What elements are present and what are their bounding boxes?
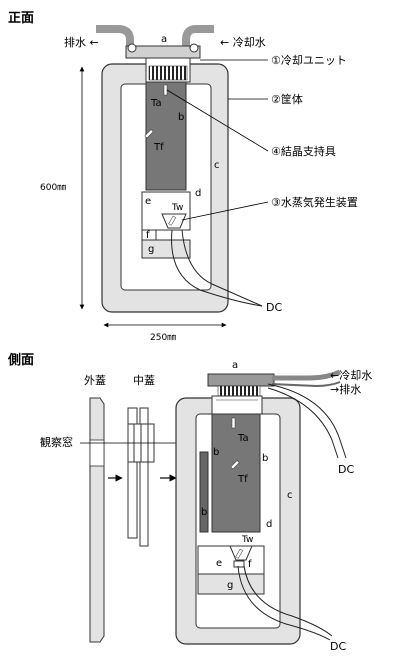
side-dc-cable-bottom-2: [243, 565, 333, 637]
side-coolant-label: ←冷却水: [330, 369, 372, 382]
side-dc-cable-bottom-1: [237, 565, 331, 641]
front-dc-label: DC: [266, 301, 282, 314]
side-dc-bottom-label: DC: [330, 640, 346, 653]
side-label-d: d: [266, 519, 272, 530]
outer-lid-label: 外蓋: [84, 374, 106, 387]
inner-lid-label: 中蓋: [133, 374, 155, 387]
callout-vapor-generator: ③水蒸気発生装置: [271, 195, 358, 209]
callout-line-crystal-support: [166, 89, 269, 152]
side-tw-sensor: [235, 548, 244, 559]
drain-pipe: [96, 25, 134, 46]
width-label: 250㎜: [150, 333, 176, 343]
side-dc-top-label: DC: [338, 463, 354, 476]
side-heater: [233, 560, 245, 568]
front-label-f: f: [146, 230, 150, 241]
side-label-b-left: b: [213, 447, 219, 458]
callout-cooling-unit: ①冷却ユニット: [271, 54, 347, 67]
inner-lid-plate: [127, 407, 138, 539]
callout-housing: ②筐体: [271, 92, 303, 106]
window-label: 観察窓: [40, 435, 73, 449]
side-title: 側面: [7, 352, 34, 368]
side-label-c: c: [287, 490, 293, 501]
side-crystal-holder: [231, 417, 236, 429]
front-label-tf: Tf: [153, 142, 164, 153]
side-label-tw: Tw: [241, 535, 253, 545]
side-label-ta: Ta: [237, 433, 249, 444]
side-crystal-chamber: [211, 413, 261, 533]
side-drain-label: →排水: [330, 382, 361, 396]
side-cooling-plate: [207, 373, 275, 387]
side-label-a: a: [232, 360, 238, 371]
front-label-tw: Tw: [171, 203, 183, 213]
side-drain-pipe: [271, 381, 341, 388]
outer-lid: [89, 397, 105, 643]
front-crystal-holder: [163, 84, 168, 96]
side-vapor-generator: [197, 545, 265, 575]
height-label: 600㎜: [40, 183, 66, 193]
front-tw-sensor: [168, 215, 177, 226]
side-label-b-right: b: [262, 453, 268, 464]
front-label-d: d: [195, 188, 201, 199]
side-label-b-window: b: [201, 507, 207, 518]
side-cooling-fins: [217, 385, 261, 397]
coolant-pipe: [182, 25, 214, 46]
side-label-e: e: [216, 558, 222, 569]
front-dc-cable-2: [181, 229, 263, 307]
side-dc-cable-top-1: [267, 383, 347, 459]
front-coolant-label: ← 冷却水: [220, 36, 266, 49]
side-label-g: g: [227, 580, 233, 591]
front-fitting-right: [189, 43, 199, 53]
front-box-g: [141, 239, 191, 259]
side-cooling-block: [211, 395, 263, 415]
side-label-tf: Tf: [237, 474, 248, 485]
side-window-glass: [199, 451, 209, 533]
callout-crystal-support: ④結晶支持具: [271, 144, 336, 158]
side-view: 側面 外蓋 中蓋 観察窓 a ←冷却水 →排水: [7, 352, 372, 653]
front-label-a: a: [161, 34, 167, 45]
side-label-f: f: [248, 559, 252, 570]
front-label-c: c: [214, 160, 220, 171]
front-label-g: g: [148, 244, 154, 255]
inner-lid-plate-2: [139, 407, 149, 547]
front-dc-cable-1: [171, 229, 263, 307]
front-tf-sensor: [144, 129, 154, 139]
front-cooling-plate: [125, 45, 201, 59]
front-cooling-fins: [148, 65, 188, 81]
outer-lid-window: [89, 439, 105, 467]
front-title: 正面: [8, 11, 34, 26]
side-coolant-pipe: [272, 369, 341, 381]
front-label-ta: Ta: [150, 98, 162, 109]
front-view: 正面 排水 ← ← 冷却水 a Ta b Tf c d e Tw f g: [8, 11, 358, 343]
side-dc-cable-top-2: [267, 387, 339, 459]
front-label-e: e: [145, 196, 151, 207]
callout-line-vapor-generator: [181, 201, 269, 221]
front-drain-label: 排水 ←: [64, 35, 99, 49]
front-fitting-left: [127, 43, 137, 53]
side-tf-sensor: [230, 460, 240, 470]
front-label-b: b: [178, 112, 184, 123]
